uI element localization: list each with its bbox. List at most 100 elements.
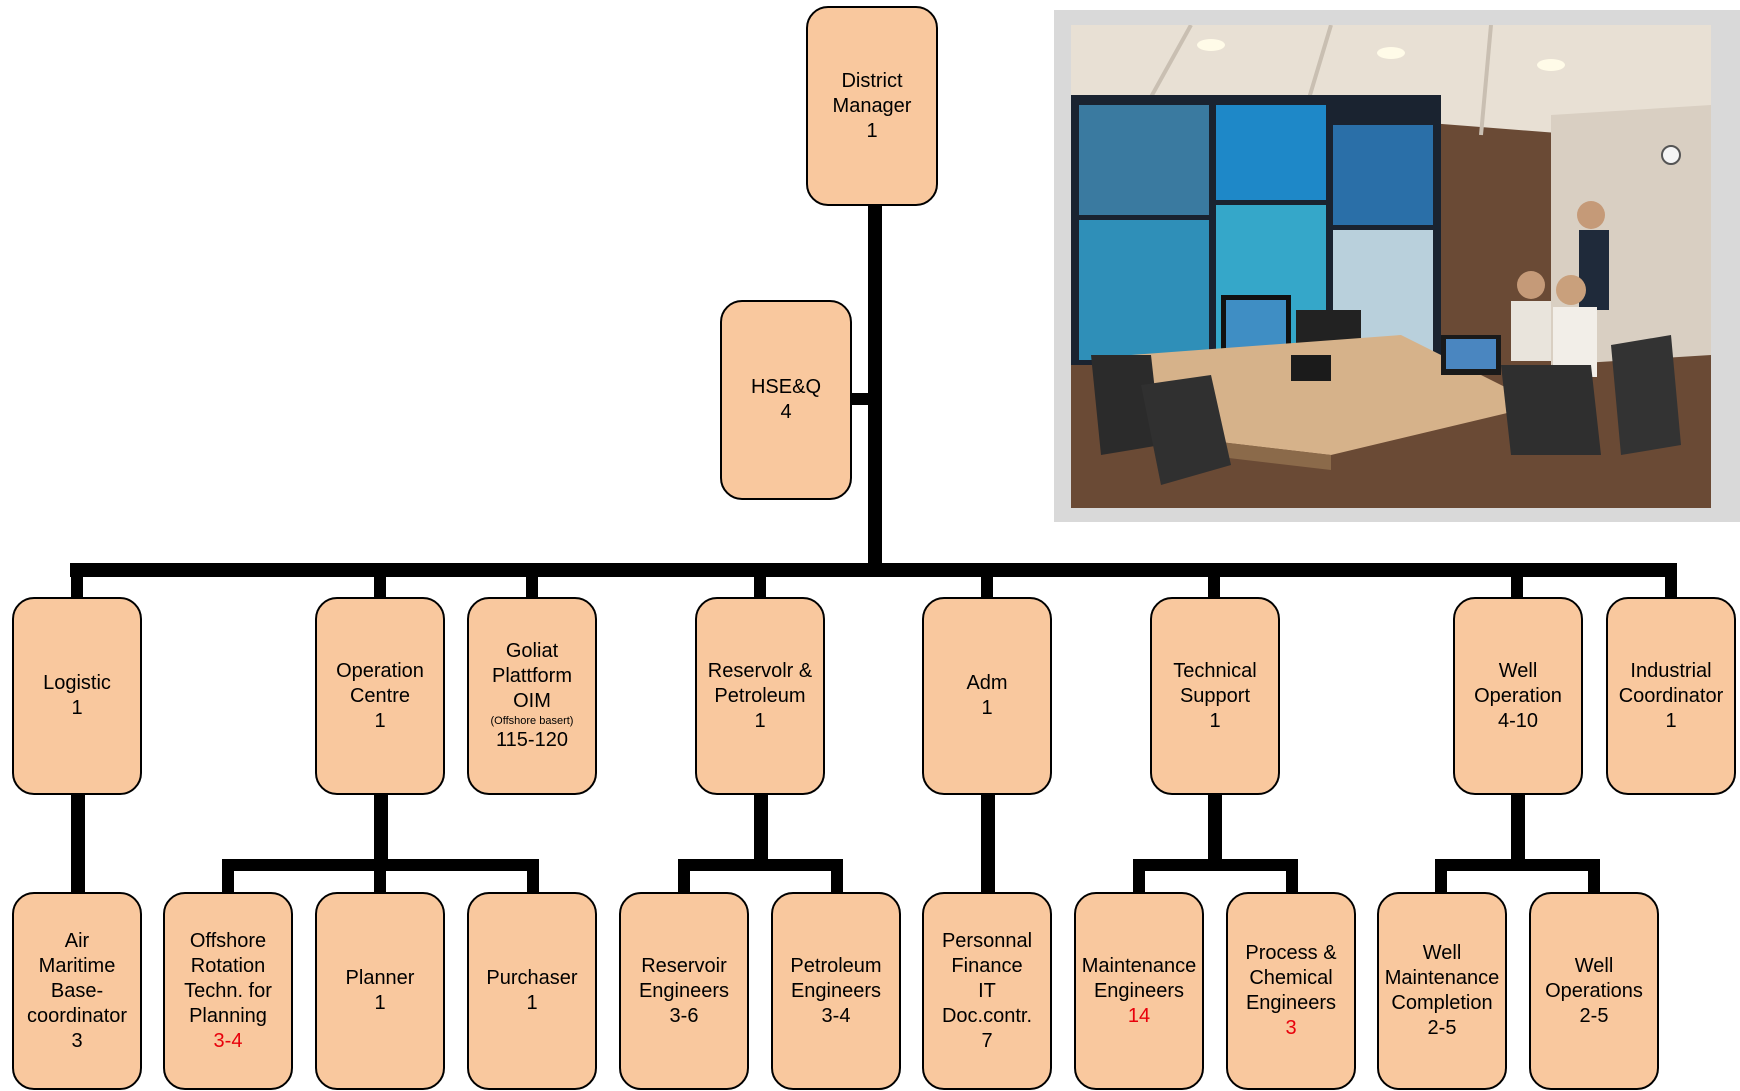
box-offshore-rotation: Offshore Rotation Techn. for Planning 3-… bbox=[163, 892, 293, 1090]
box-line: Maintenance bbox=[1081, 954, 1197, 977]
box-note: (Offshore basert) bbox=[490, 715, 574, 727]
connector-drop-logistic bbox=[71, 563, 83, 597]
connector-reservoir-bus bbox=[678, 859, 843, 871]
box-line: coordinator bbox=[26, 1004, 128, 1027]
box-well-maintenance: Well Maintenance Completion 2-5 bbox=[1377, 892, 1507, 1090]
connector-main-bus bbox=[70, 563, 1677, 577]
box-count: 1 bbox=[526, 992, 538, 1014]
connector-drop-goliat bbox=[526, 563, 538, 597]
box-line: District bbox=[841, 69, 903, 92]
box-line: Planning bbox=[189, 1004, 267, 1027]
box-line: Operation bbox=[1474, 684, 1562, 707]
connector-well-operation-bus bbox=[1435, 859, 1600, 871]
box-hseq: HSE&Q 4 bbox=[720, 300, 852, 500]
box-line: Completion bbox=[1391, 992, 1493, 1014]
connector-technical-down bbox=[1208, 795, 1222, 863]
box-line: Well bbox=[1422, 942, 1462, 964]
box-line: Planner bbox=[345, 967, 415, 989]
connector-drop-well-operation bbox=[1511, 563, 1523, 597]
box-line: Chemical bbox=[1249, 967, 1333, 989]
connector-drop-reservoir-engineers bbox=[678, 859, 690, 892]
box-line: Industrial bbox=[1630, 659, 1712, 682]
box-line: IT bbox=[978, 979, 996, 1002]
box-count: 1 bbox=[981, 697, 993, 719]
box-planner: Planner 1 bbox=[315, 892, 445, 1090]
box-process-chemical: Process & Chemical Engineers 3 bbox=[1226, 892, 1356, 1090]
box-adm: Adm 1 bbox=[922, 597, 1052, 795]
connector-drop-well-operations bbox=[1588, 859, 1600, 892]
box-line: Finance bbox=[951, 954, 1023, 977]
box-petroleum-engineers: Petroleum Engineers 3-4 bbox=[771, 892, 901, 1090]
connector-drop-operation-centre bbox=[374, 563, 386, 597]
connector-technical-bus bbox=[1133, 859, 1298, 871]
box-count: 1 bbox=[1209, 709, 1221, 732]
box-air-maritime: Air Maritime Base- coordinator 3 bbox=[12, 892, 142, 1090]
box-maintenance-engineers: Maintenance Engineers 14 bbox=[1074, 892, 1204, 1090]
connector-drop-technical-support bbox=[1208, 563, 1220, 597]
box-line: Reservolr & bbox=[707, 659, 813, 682]
box-count: 3-4 bbox=[213, 1029, 243, 1052]
box-line: Air bbox=[64, 929, 90, 952]
connector-drop-petroleum-engineers bbox=[831, 859, 843, 892]
box-line: Reservoir bbox=[641, 954, 727, 977]
box-line: Process & bbox=[1245, 942, 1337, 964]
box-count: 4 bbox=[780, 401, 792, 423]
box-well-operation: Well Operation 4-10 bbox=[1453, 597, 1583, 795]
box-line: Plattform bbox=[491, 665, 573, 687]
box-count: 115-120 bbox=[496, 729, 568, 751]
box-line: Logistic bbox=[43, 672, 111, 694]
connector-drop-offshore-rotation bbox=[222, 859, 234, 892]
box-count: 7 bbox=[981, 1029, 993, 1052]
box-reservoir-engineers: Reservoir Engineers 3-6 bbox=[619, 892, 749, 1090]
box-line: Technical bbox=[1173, 659, 1257, 682]
box-line: Petroleum bbox=[790, 954, 882, 977]
box-line: Coordinator bbox=[1618, 684, 1724, 707]
connector-root-trunk bbox=[868, 202, 882, 566]
box-line: Base- bbox=[50, 979, 104, 1002]
box-line: Rotation bbox=[190, 954, 266, 977]
box-count: 14 bbox=[1127, 1004, 1151, 1027]
connector-drop-industrial-coordinator bbox=[1665, 563, 1677, 597]
connector-drop-purchaser bbox=[527, 859, 539, 892]
box-line: Support bbox=[1179, 684, 1251, 707]
box-line: OIM bbox=[513, 690, 551, 712]
box-line: Manager bbox=[832, 94, 912, 117]
box-count: 1 bbox=[71, 697, 83, 719]
connector-operation-centre-down bbox=[374, 795, 388, 863]
connector-drop-reservoir-petroleum bbox=[754, 563, 766, 597]
box-line: Techn. for bbox=[184, 979, 272, 1002]
box-line: Operation bbox=[336, 659, 424, 682]
box-count: 1 bbox=[374, 992, 386, 1014]
box-purchaser: Purchaser 1 bbox=[467, 892, 597, 1090]
box-count: 1 bbox=[866, 119, 878, 142]
box-line: Centre bbox=[349, 684, 411, 707]
connector-drop-adm bbox=[981, 563, 993, 597]
box-count: 2-5 bbox=[1579, 1004, 1609, 1027]
box-technical-support: Technical Support 1 bbox=[1150, 597, 1280, 795]
box-goliat: Goliat Plattform OIM (Offshore basert) 1… bbox=[467, 597, 597, 795]
box-line: Well bbox=[1574, 954, 1614, 977]
box-count: 4-10 bbox=[1497, 709, 1539, 732]
box-line: Purchaser bbox=[486, 967, 578, 989]
connector-drop-planner bbox=[374, 859, 386, 892]
box-line: Offshore bbox=[189, 929, 267, 952]
connector-drop-well-maintenance bbox=[1435, 859, 1447, 892]
box-logistic: Logistic 1 bbox=[12, 597, 142, 795]
box-operation-centre: Operation Centre 1 bbox=[315, 597, 445, 795]
box-line: Maritime bbox=[38, 954, 116, 977]
box-line: Personnal bbox=[941, 929, 1033, 952]
box-count: 3 bbox=[71, 1029, 83, 1052]
box-line: Adm bbox=[966, 672, 1008, 694]
box-line: Engineers bbox=[790, 979, 882, 1002]
box-count: 3-4 bbox=[821, 1004, 851, 1027]
box-count: 1 bbox=[754, 709, 766, 732]
box-count: 2-5 bbox=[1427, 1017, 1457, 1039]
box-line: Engineers bbox=[1245, 992, 1337, 1014]
box-line: Maintenance bbox=[1384, 967, 1500, 989]
control-room-illustration bbox=[1071, 25, 1711, 508]
box-reservoir-petroleum: Reservolr & Petroleum 1 bbox=[695, 597, 825, 795]
box-line: Petroleum bbox=[714, 684, 806, 707]
box-line: Well bbox=[1498, 659, 1538, 682]
connector-adm-down bbox=[981, 795, 995, 892]
